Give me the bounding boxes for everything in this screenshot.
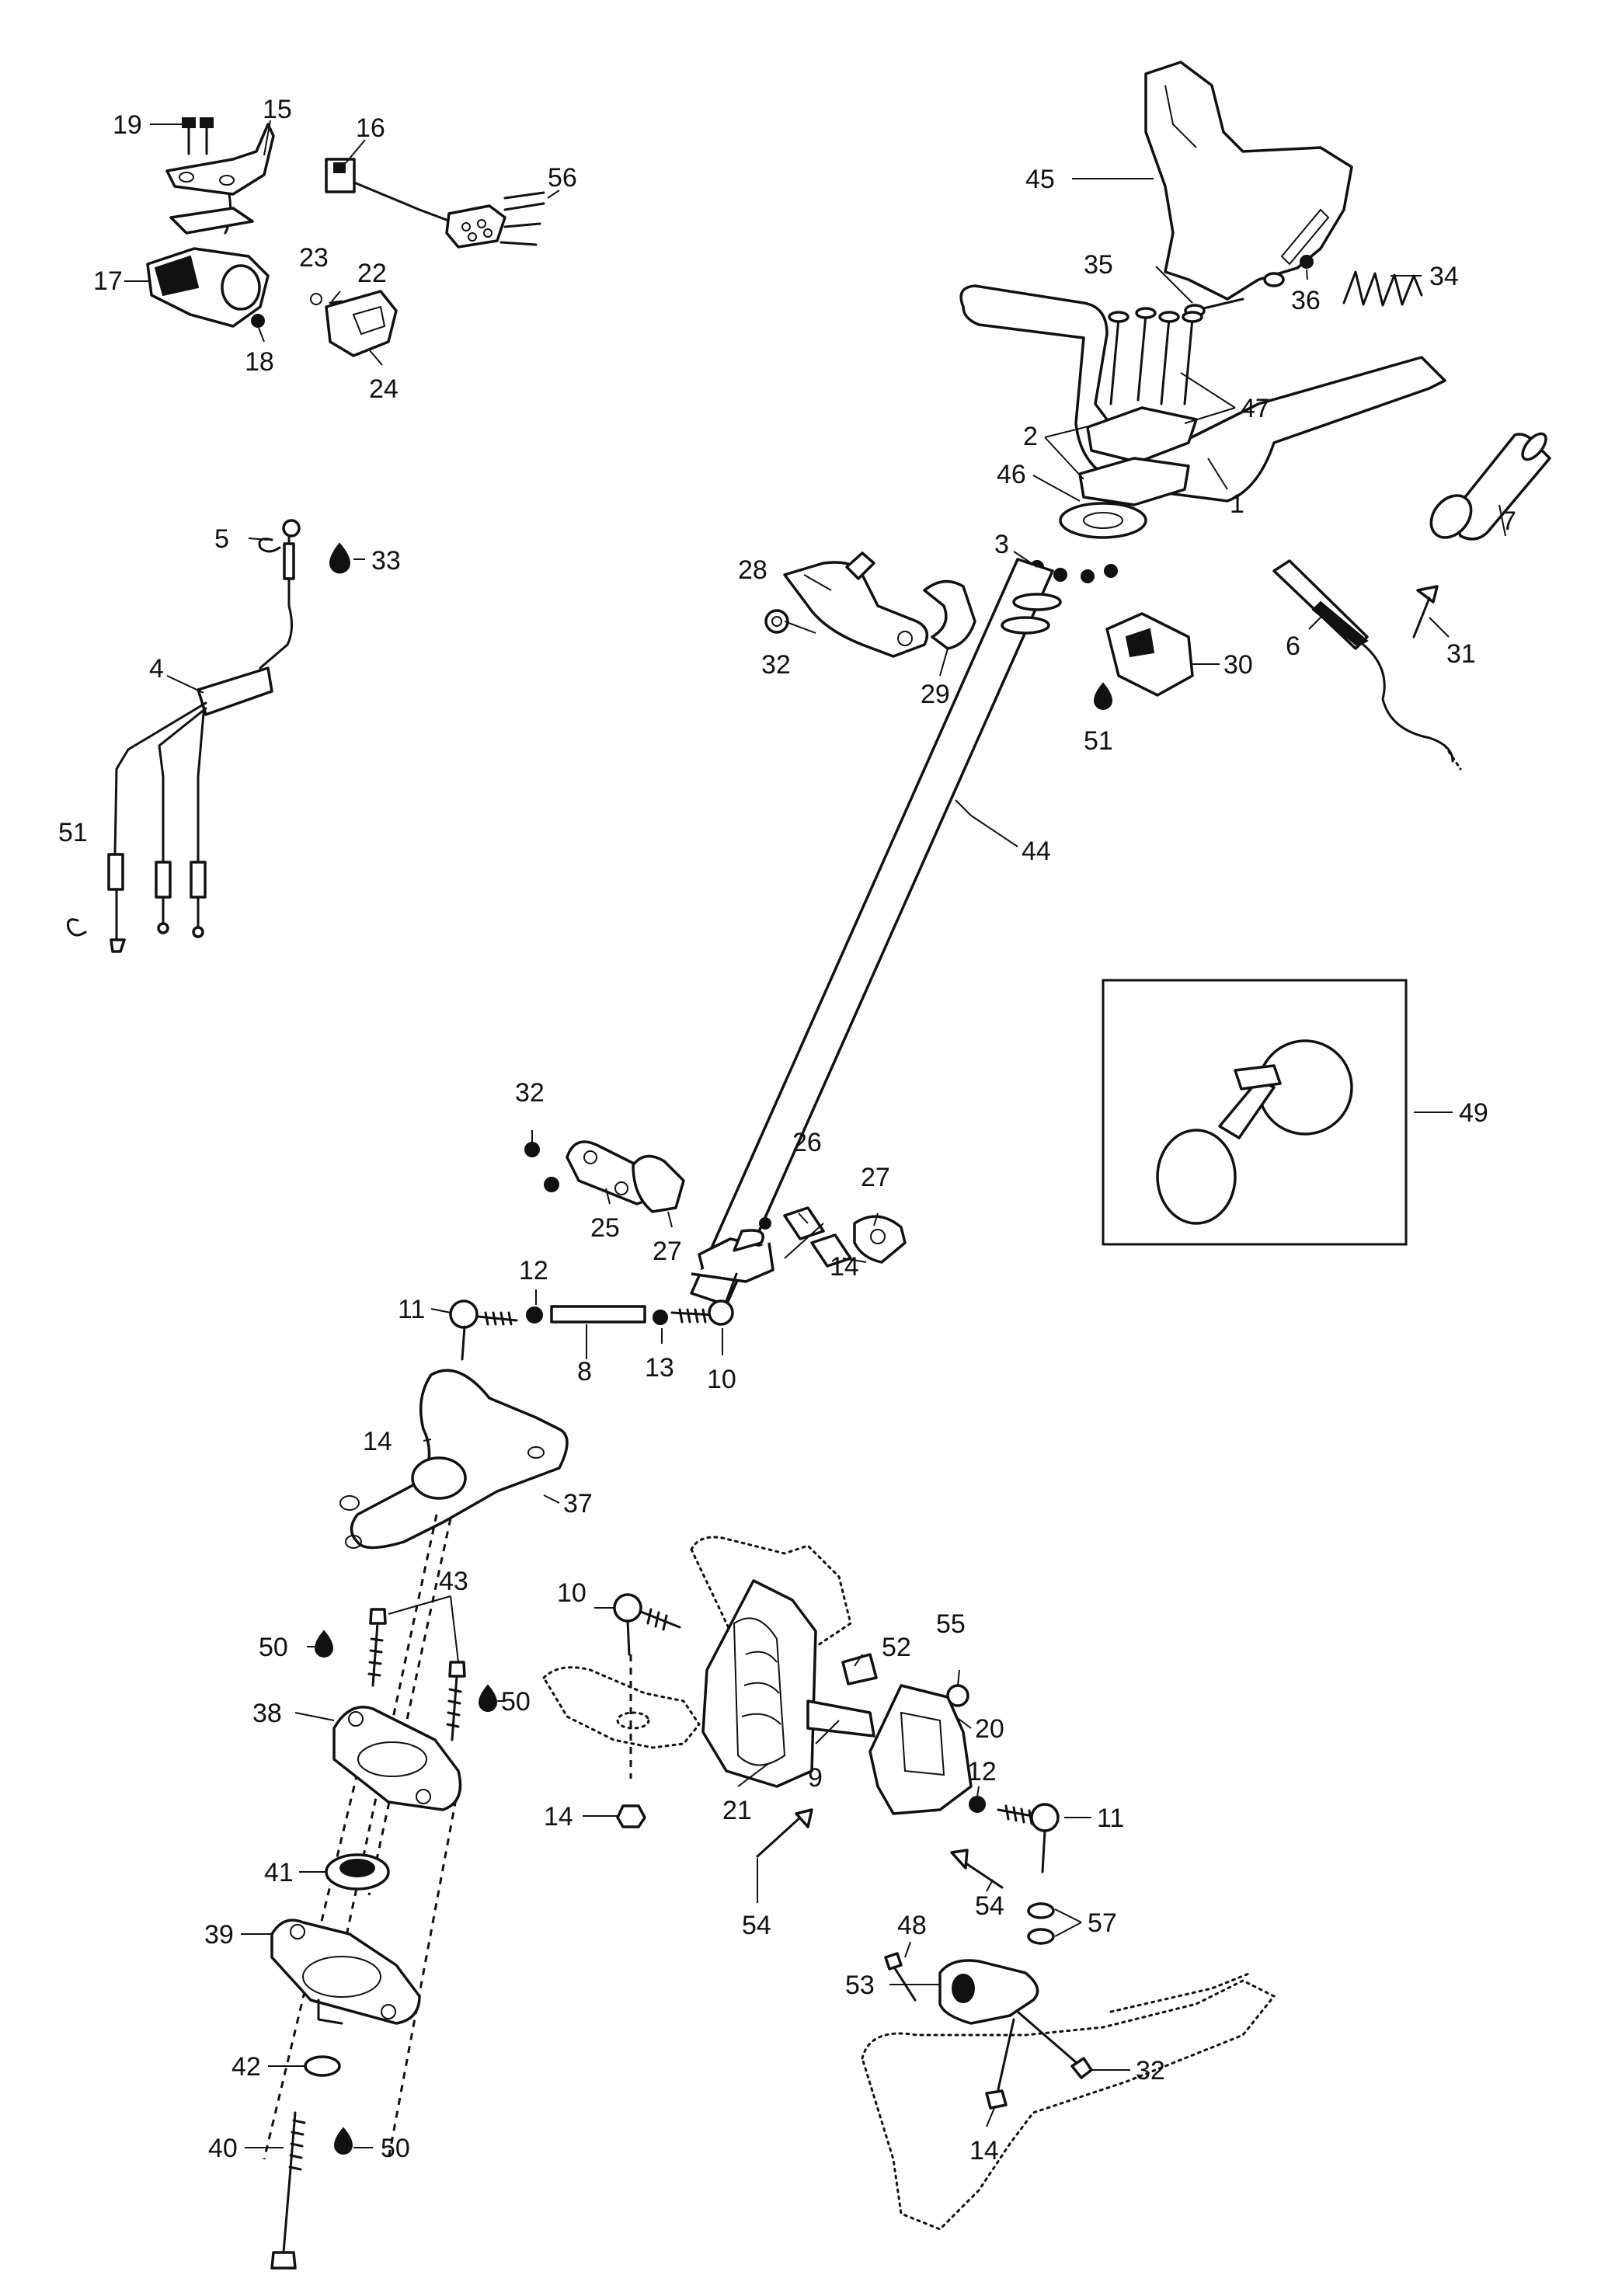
callout-10: 10 <box>707 1365 736 1394</box>
callout-56: 56 <box>548 163 577 193</box>
callout-52: 52 <box>882 1633 911 1662</box>
steering-column <box>690 558 1062 1306</box>
callout-35: 35 <box>1084 250 1113 280</box>
callout-7: 7 <box>1502 506 1516 536</box>
wiring-harness <box>325 158 545 249</box>
callout-11: 11 <box>398 1295 425 1324</box>
callout-30: 30 <box>1223 650 1253 680</box>
callout-45: 45 <box>1025 165 1055 194</box>
callout-41: 41 <box>264 1858 294 1887</box>
callout-40: 40 <box>208 2134 238 2163</box>
callout-27: 27 <box>861 1163 890 1192</box>
callout-11: 11 <box>1097 1804 1124 1833</box>
handlebar-clamp-assembly <box>1030 307 1203 583</box>
tie-rod-assembly <box>449 1272 738 1361</box>
lubricant-drop-icon <box>333 2127 353 2155</box>
callout-8: 8 <box>577 1357 592 1386</box>
callout-38: 38 <box>252 1699 282 1728</box>
callout-3: 3 <box>994 530 1009 559</box>
callout-54: 54 <box>742 1911 771 1940</box>
inset-horn <box>1102 979 1408 1246</box>
lubricant-drop-icon <box>478 1684 498 1712</box>
callout-15: 15 <box>263 95 292 124</box>
callout-1: 1 <box>1230 489 1244 519</box>
pitman-arm <box>339 1369 569 1550</box>
callout-48: 48 <box>897 1911 927 1940</box>
callout-25: 25 <box>590 1213 620 1243</box>
callout-28: 28 <box>738 555 767 585</box>
callout-14: 14 <box>544 1802 573 1832</box>
callout-54: 54 <box>975 1891 1004 1921</box>
callout-9: 9 <box>808 1763 823 1793</box>
callout-labels: 19 15 16 56 17 23 22 18 24 45 35 36 34 4… <box>58 95 1516 2166</box>
spindle-assembly <box>542 1536 1060 1945</box>
grip-screw <box>1412 585 1439 638</box>
callout-37: 37 <box>563 1489 593 1518</box>
callout-51: 51 <box>58 818 88 847</box>
heated-grip <box>1272 559 1462 771</box>
callout-21: 21 <box>722 1796 752 1825</box>
callout-16: 16 <box>356 113 385 143</box>
lubricant-drop-icon <box>314 1630 334 1658</box>
callout-5: 5 <box>214 524 229 554</box>
handlebar <box>959 284 1551 541</box>
callout-32: 32 <box>515 1078 545 1108</box>
lubricant-drop-icon <box>329 542 351 574</box>
callout-26: 26 <box>792 1128 822 1157</box>
callout-55: 55 <box>936 1609 966 1639</box>
callout-10: 10 <box>557 1578 586 1608</box>
steering-support-group <box>263 1514 466 2270</box>
callout-42: 42 <box>231 2052 261 2082</box>
callout-32: 32 <box>761 650 791 680</box>
callout-50: 50 <box>501 1687 531 1717</box>
callout-18: 18 <box>245 347 274 377</box>
callout-57: 57 <box>1088 1908 1117 1938</box>
callout-17: 17 <box>93 266 123 296</box>
callout-14: 14 <box>363 1427 392 1456</box>
callout-47: 47 <box>1241 394 1270 423</box>
switch-block <box>1105 612 1194 697</box>
callout-39: 39 <box>204 1920 234 1950</box>
leader-lines <box>124 120 1506 2148</box>
throttle-housing-group <box>146 117 398 357</box>
hand-guard <box>1144 61 1353 301</box>
callout-49: 49 <box>1459 1098 1488 1128</box>
callout-23: 23 <box>299 243 329 273</box>
callout-12: 12 <box>967 1757 997 1786</box>
callout-46: 46 <box>997 460 1026 489</box>
callout-24: 24 <box>369 374 399 404</box>
callout-27: 27 <box>653 1237 682 1266</box>
callout-36: 36 <box>1291 286 1321 315</box>
ski-leg-group <box>861 1952 1276 2231</box>
callout-50: 50 <box>259 1633 288 1662</box>
callout-51: 51 <box>1084 726 1113 756</box>
callout-2: 2 <box>1023 422 1038 451</box>
callout-6: 6 <box>1286 631 1300 661</box>
callout-22: 22 <box>357 259 387 288</box>
column-support-bracket <box>764 551 976 658</box>
callout-29: 29 <box>921 680 950 709</box>
callout-53: 53 <box>845 1971 875 2000</box>
column-lower-linkage <box>524 1140 907 1283</box>
callout-12: 12 <box>519 1256 548 1285</box>
callout-44: 44 <box>1022 837 1051 866</box>
lubricant-drop-icon <box>1093 682 1113 710</box>
callout-34: 34 <box>1429 262 1459 291</box>
callout-20: 20 <box>975 1714 1004 1744</box>
callout-50: 50 <box>381 2134 410 2163</box>
callout-33: 33 <box>371 546 401 576</box>
callout-19: 19 <box>113 110 142 140</box>
callout-13: 13 <box>645 1353 674 1383</box>
callout-14: 14 <box>969 2136 999 2166</box>
lubricant-drop-icons <box>314 542 1113 2155</box>
throttle-cable-group <box>67 519 301 953</box>
callout-43: 43 <box>439 1567 468 1596</box>
callout-14: 14 <box>830 1252 859 1282</box>
callout-31: 31 <box>1446 639 1476 669</box>
callout-4: 4 <box>149 654 164 684</box>
callout-32: 32 <box>1136 2056 1165 2086</box>
